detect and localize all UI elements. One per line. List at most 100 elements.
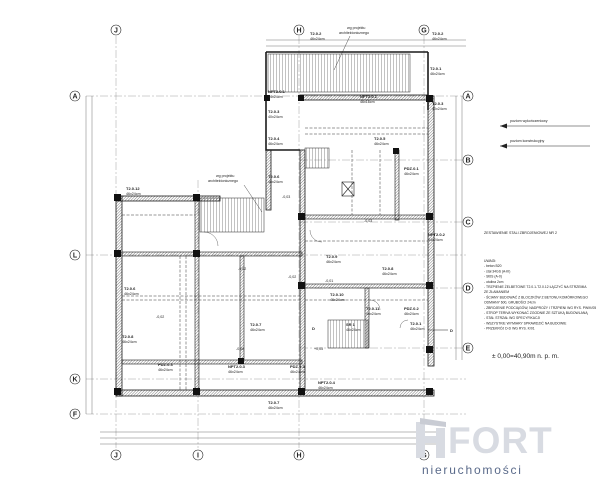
svg-text:46x24cm: 46x24cm [268,180,283,184]
axis-label-left-l: L [73,253,78,260]
door-swings [203,229,409,329]
svg-text:D: D [312,326,315,331]
svg-text:PDZ.0.1: PDZ.0.1 [404,166,419,171]
svg-text:NPT2.0.2: NPT2.0.2 [428,232,446,237]
level-reference: ± 0,00=40,90m n. p. m. [492,353,559,360]
svg-text:46x24cm: 46x24cm [318,386,333,390]
hatched-areas [199,53,411,349]
svg-text:SR 1: SR 1 [346,322,356,327]
columns [114,95,433,395]
stair-box [341,181,355,197]
dimension-lines [85,39,466,445]
note-line: - stal 34GS (A-III) [484,269,510,273]
legend-wykonczeniowy: poziom wykończeniowy [510,119,548,123]
level-mark: -0,02 [288,275,296,279]
axis-label-bottom-h: H [296,453,301,460]
svg-text:NPT2.0.1: NPT2.0.1 [360,94,378,99]
svg-text:46x24cm: 46x24cm [430,72,445,76]
axis-label-right-e: E [466,346,471,353]
note-line: - otulina 2cm [484,280,504,284]
logo-sub-text: nieruchomości [422,463,523,477]
walls [115,51,435,397]
level-mark: -0,01 [325,279,333,283]
svg-text:T2.0.7: T2.0.7 [250,322,262,327]
svg-text:NPT2.0.4: NPT2.0.4 [318,380,336,385]
fort-logo: FORT nieruchomości [412,418,605,483]
svg-text:46x24cm: 46x24cm [330,298,345,302]
svg-text:PDZ.0.3: PDZ.0.3 [290,364,305,369]
note-line: ODMIANY 600, GRUBOŚCI 24cm [484,300,536,305]
axis-label-left-k: K [72,377,77,384]
svg-text:46x24cm: 46x24cm [250,328,265,332]
svg-text:46x24cm: 46x24cm [432,37,447,41]
svg-text:46x24cm: 46x24cm [268,142,283,146]
axis-label-top-j: J [114,28,118,35]
svg-text:46x24cm: 46x24cm [410,327,425,331]
wg-projektu-top-2: architektonicznego [339,31,369,35]
svg-text:PDZ.0.2: PDZ.0.2 [404,306,419,311]
svg-text:T2.0.1: T2.0.1 [410,321,422,326]
section-marker: D D [312,326,453,333]
logo-main-text: FORT [448,420,553,461]
axis-label-left-f: F [73,412,78,419]
svg-text:T2.0.1: T2.0.1 [430,66,442,71]
svg-text:46x24cm: 46x24cm [122,340,137,344]
note-line: - TRZPIENIE ŻELBETOWE T2.0.1-T2.0.12 ŁĄC… [484,284,587,289]
svg-text:46x24cm: 46x24cm [158,368,173,372]
svg-text:NPT2.0.1: NPT2.0.1 [268,89,286,94]
note-line: - St0S (A-0) [484,275,502,279]
level-mark: -0,02 [156,315,164,319]
svg-text:T2.0.8: T2.0.8 [122,334,134,339]
svg-text:46x24cm: 46x24cm [290,370,305,374]
level-legend: poziom wykończeniowy poziom konstrukcyjn… [500,119,590,149]
axis-label-left-a: A [72,94,77,101]
svg-text:D: D [450,328,453,333]
wg-projektu-mid-2: architektonicznego [208,179,238,183]
legend-konstrukcyjny: poziom konstrukcyjny [510,139,545,143]
svg-text:T2.0.6: T2.0.6 [124,286,136,291]
axis-label-bottom-i: I [197,453,199,460]
level-mark: +0,05 [314,347,323,351]
svg-text:46x24cm: 46x24cm [124,292,139,296]
note-line: UWAGI: [484,259,496,263]
notes-title: ZESTAWIENIE STALI ZBROJENIOWEJ NR 2 [484,231,557,235]
level-mark: -0,08 [236,347,244,351]
axis-label-right-d: D [465,286,470,293]
svg-text:T2.0.12: T2.0.12 [126,186,140,191]
svg-text:T2.0.5: T2.0.5 [374,136,386,141]
svg-text:46x24cm: 46x24cm [404,172,419,176]
note-line: - STROP TERIVA WYKONAĆ ZGODNIE ZE SZTUKĄ… [484,310,588,315]
svg-text:T2.0.4: T2.0.4 [268,136,280,141]
svg-text:46x24cm: 46x24cm [310,37,325,41]
note-line: - STAŁ STRZAŁ WG SPECYFIKACJI [484,316,540,320]
svg-text:T2.0.9: T2.0.9 [326,254,338,259]
svg-text:46x24cm: 46x24cm [268,406,283,410]
level-mark: -0,03 [364,219,372,223]
level-marks: -0,03 -0,03 -0,02 -0,02 -0,02 -0,01 -0,0… [156,195,372,351]
fort-logo-icon [416,418,446,458]
svg-text:44x24cm: 44x24cm [268,95,283,99]
svg-text:40x24cm: 40x24cm [268,115,283,119]
svg-text:T2.0.8: T2.0.8 [382,266,394,271]
